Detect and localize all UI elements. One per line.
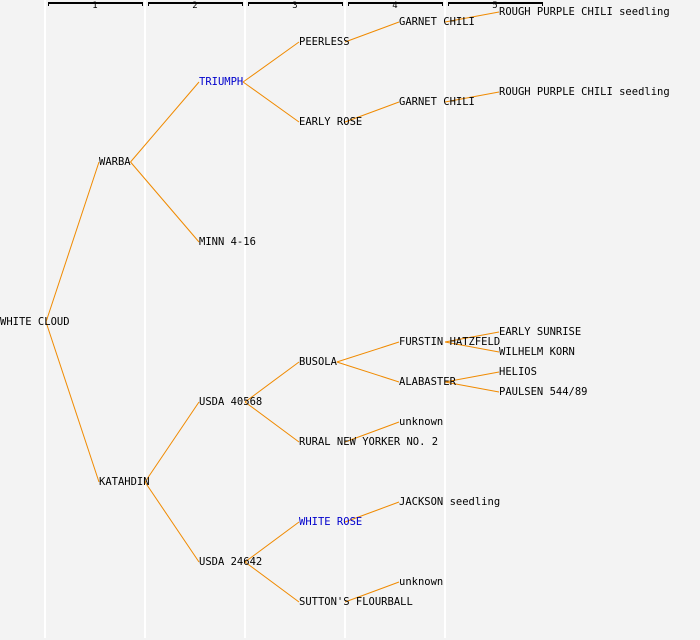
ancestor-node[interactable]: ROUGH PURPLE CHILI seedling: [499, 6, 670, 18]
ancestor-node[interactable]: FURSTIN HATZFELD: [399, 336, 501, 348]
ancestor-node[interactable]: RURAL NEW YORKER NO. 2: [299, 436, 439, 448]
ancestor-node[interactable]: SUTTON'S FLOURBALL: [299, 596, 413, 608]
parent-connector: [444, 331, 500, 343]
generation-label: 2: [192, 1, 198, 11]
ancestor-node[interactable]: ALABASTER: [399, 376, 456, 388]
generation-divider: [144, 0, 146, 638]
parent-connector: [144, 401, 200, 483]
parent-connector: [242, 41, 300, 83]
ancestor-node[interactable]: USDA 40568: [199, 396, 263, 408]
generation-bracket: [148, 2, 243, 6]
ancestor-node[interactable]: BUSOLA: [299, 356, 337, 368]
ancestor-node[interactable]: PEERLESS: [299, 36, 350, 48]
parent-connector: [344, 581, 400, 603]
parent-connector: [444, 11, 500, 23]
generation-divider: [44, 0, 46, 638]
ancestor-node[interactable]: PAULSEN 544/89: [499, 386, 588, 398]
ancestor-node[interactable]: WARBA: [99, 156, 131, 168]
generation-bracket: [48, 2, 143, 6]
parent-connector: [244, 361, 300, 403]
ancestor-node[interactable]: EARLY ROSE: [299, 116, 363, 128]
ancestor-node[interactable]: KATAHDIN: [99, 476, 150, 488]
root-variety[interactable]: WHITE CLOUD: [0, 316, 70, 328]
generation-label: 5: [492, 1, 498, 11]
generation-label: 3: [292, 1, 298, 11]
parent-connector: [244, 521, 300, 563]
generation-bracket: [348, 2, 443, 6]
ancestor-node[interactable]: EARLY SUNRISE: [499, 326, 582, 338]
ancestor-node[interactable]: unknown: [399, 416, 444, 428]
ancestor-node[interactable]: GARNET CHILI: [399, 16, 475, 28]
parent-connector: [344, 21, 400, 43]
generation-divider: [444, 0, 446, 638]
generation-bracket: [248, 2, 343, 6]
parent-connector: [242, 81, 300, 123]
generation-label: 1: [92, 1, 98, 11]
ancestor-node[interactable]: unknown: [399, 576, 444, 588]
parent-connector: [344, 421, 400, 443]
generation-label: 4: [392, 1, 398, 11]
parent-connector: [336, 361, 400, 383]
parent-connector: [336, 341, 400, 363]
parent-connector: [444, 371, 500, 383]
ancestor-node[interactable]: TRIUMPH: [199, 76, 244, 88]
parent-connector: [344, 101, 400, 123]
parent-connector: [244, 401, 300, 443]
ancestor-node[interactable]: JACKSON seedling: [399, 496, 501, 508]
generation-bracket: [448, 2, 543, 6]
ancestor-node[interactable]: HELIOS: [499, 366, 537, 378]
parent-connector: [130, 81, 200, 163]
parent-connector: [45, 321, 100, 483]
parent-connector: [344, 501, 400, 523]
parent-connector: [444, 341, 500, 353]
generation-divider: [344, 0, 346, 638]
generation-divider: [244, 0, 246, 638]
ancestor-node[interactable]: WHITE ROSE: [299, 516, 363, 528]
ancestor-node[interactable]: USDA 24642: [199, 556, 263, 568]
parent-connector: [444, 91, 500, 103]
ancestor-node[interactable]: ROUGH PURPLE CHILI seedling: [499, 86, 670, 98]
ancestor-node[interactable]: GARNET CHILI: [399, 96, 475, 108]
parent-connector: [45, 161, 100, 323]
parent-connector: [244, 561, 300, 603]
parent-connector: [144, 481, 200, 563]
parent-connector: [130, 161, 200, 243]
ancestor-node[interactable]: WILHELM KORN: [499, 346, 575, 358]
parent-connector: [444, 381, 500, 393]
ancestor-node[interactable]: MINN 4-16: [199, 236, 256, 248]
